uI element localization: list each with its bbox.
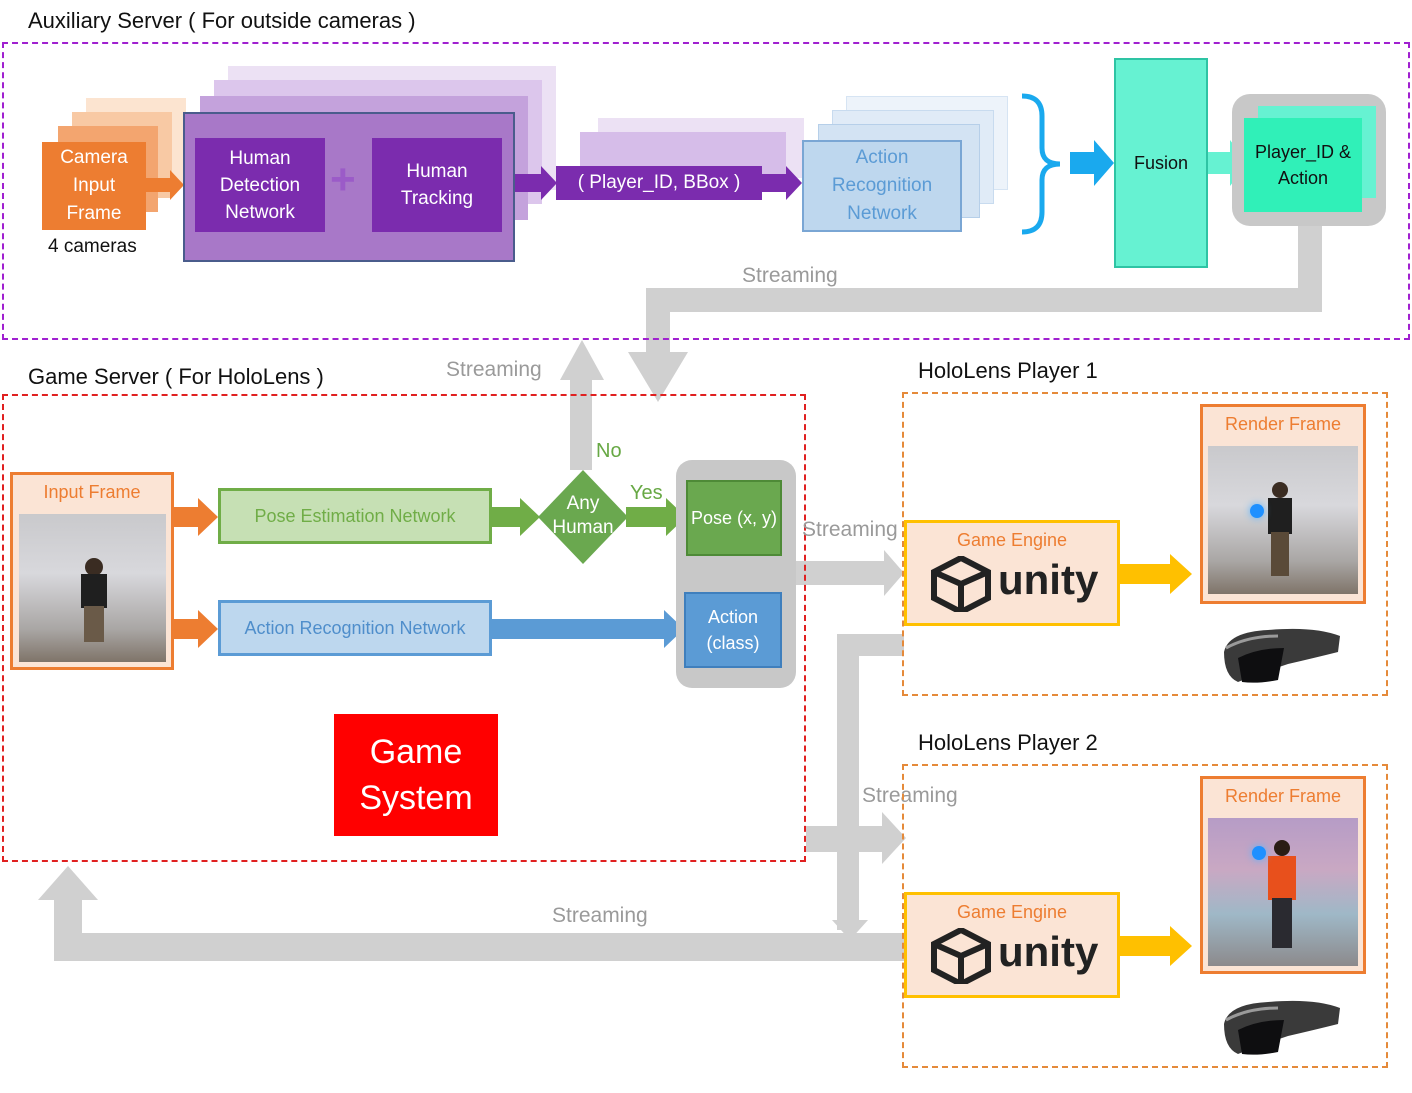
stream-arrow-player2-return — [54, 895, 904, 961]
fusion-box: Fusion — [1114, 58, 1208, 268]
game-system-box: Game System — [334, 714, 498, 836]
cameras-count-label: 4 cameras — [48, 236, 137, 257]
pose-box: Pose (x, y) — [686, 480, 782, 556]
player1-game-engine-label: Game Engine — [956, 530, 1068, 550]
streaming-label-to-player1: Streaming — [802, 518, 898, 541]
pose-estimation-network: Pose Estimation Network — [218, 488, 492, 544]
unity-logo-text: unity — [998, 928, 1099, 975]
human-tracking: Human Tracking — [372, 138, 502, 232]
stream-arrow-to-player2 — [806, 826, 886, 852]
game-server-frame — [2, 394, 806, 862]
tracking-to-bbox-arrow — [515, 166, 557, 200]
stream-arrowhead-aux-to-game — [628, 352, 688, 402]
stream-arrowhead-to-player1 — [884, 550, 904, 596]
stream-arrowhead-down-join — [832, 920, 868, 940]
stream-arrowhead-player2-return — [38, 866, 98, 900]
action-class-box: Action (class) — [684, 592, 782, 668]
any-human-decision — [538, 470, 628, 564]
input-frame-label: Input Frame — [43, 482, 141, 502]
stream-arrow-aux-to-game — [646, 225, 1322, 360]
unity-logo-icon — [931, 928, 991, 984]
yes-label: Yes — [630, 482, 663, 504]
player1-render-label: Render Frame — [1224, 414, 1342, 434]
any-human-label: Any Human — [552, 493, 614, 538]
stream-arrow-no-up — [570, 378, 592, 470]
hololens-headset-icon — [1224, 628, 1340, 683]
player1-frame — [902, 392, 1388, 696]
camera-input-frame: Camera Input Frame — [42, 142, 146, 230]
engine-to-render-arrow-1 — [1120, 554, 1192, 594]
action-to-class-arrow — [492, 610, 684, 648]
streaming-label-return: Streaming — [552, 904, 648, 927]
player2-render-label: Render Frame — [1224, 786, 1342, 806]
input-to-action-arrow — [174, 610, 218, 648]
stream-arrow-to-player1 — [796, 561, 886, 585]
player2-title: HoloLens Player 2 — [918, 730, 1098, 755]
streaming-label-to-player2: Streaming — [862, 784, 958, 807]
no-label: No — [596, 440, 622, 462]
auxiliary-server-frame — [2, 42, 1410, 340]
player-bbox-box: ( Player_ID, BBox ) — [556, 166, 762, 200]
unity-logo-text: unity — [998, 556, 1099, 603]
game-action-recognition-network: Action Recognition Network — [218, 600, 492, 656]
streaming-label-no: Streaming — [446, 358, 542, 381]
game-server-title: Game Server ( For HoloLens ) — [28, 364, 324, 389]
human-detection-network: Human Detection Network — [195, 138, 325, 232]
auxiliary-server-title: Auxiliary Server ( For outside cameras ) — [28, 8, 416, 33]
player-id-action-box: Player_ID & Action — [1244, 118, 1362, 212]
pose-to-decision-arrow — [492, 498, 540, 536]
plus-sign: + — [330, 155, 356, 204]
input-frame-image — [19, 514, 166, 662]
player2-frame — [902, 764, 1388, 1068]
player2-render-image — [1208, 818, 1358, 966]
stream-arrowhead-no-up — [560, 340, 604, 380]
aux-action-recognition-network: Action Recognition Network — [802, 140, 962, 232]
player2-game-engine-label: Game Engine — [956, 902, 1068, 922]
player1-render-image — [1208, 446, 1358, 594]
camera-to-detection-arrow — [146, 170, 184, 200]
engine-to-render-arrow-2 — [1120, 926, 1192, 966]
brace-icon — [1021, 93, 1061, 235]
unity-logo-icon — [931, 556, 991, 612]
stream-arrowhead-to-player2 — [882, 812, 906, 864]
brace-to-fusion-arrow — [1070, 140, 1114, 186]
player1-title: HoloLens Player 1 — [918, 358, 1098, 383]
input-to-pose-arrow — [174, 498, 218, 536]
bbox-to-action-arrow — [762, 166, 802, 200]
streaming-label-aux: Streaming — [742, 264, 838, 287]
yes-arrow — [626, 498, 686, 536]
hololens-headset-icon — [1224, 1000, 1340, 1055]
